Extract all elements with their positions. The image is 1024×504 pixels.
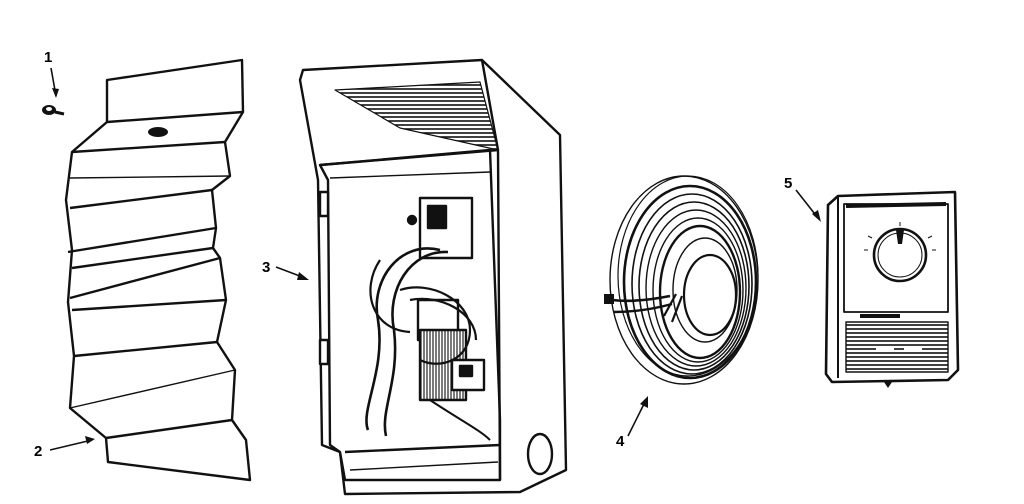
callout-label-3: 3 (262, 259, 270, 276)
callout-2: 2 (34, 436, 95, 460)
callout-label-5: 5 (784, 175, 792, 192)
screw-part (42, 105, 65, 116)
callout-3: 3 (262, 259, 309, 280)
junction-box-part (298, 58, 568, 496)
callout-label-4: 4 (616, 433, 625, 450)
wire-coil-part (604, 175, 759, 385)
cover-part (64, 58, 252, 482)
thermostat-part (824, 190, 960, 388)
callout-4: 4 (616, 396, 648, 450)
callout-1: 1 (44, 49, 59, 98)
dial-tick-marks (864, 222, 936, 251)
callout-5: 5 (784, 175, 821, 222)
callout-label-1: 1 (44, 49, 52, 66)
callout-label-2: 2 (34, 443, 42, 460)
